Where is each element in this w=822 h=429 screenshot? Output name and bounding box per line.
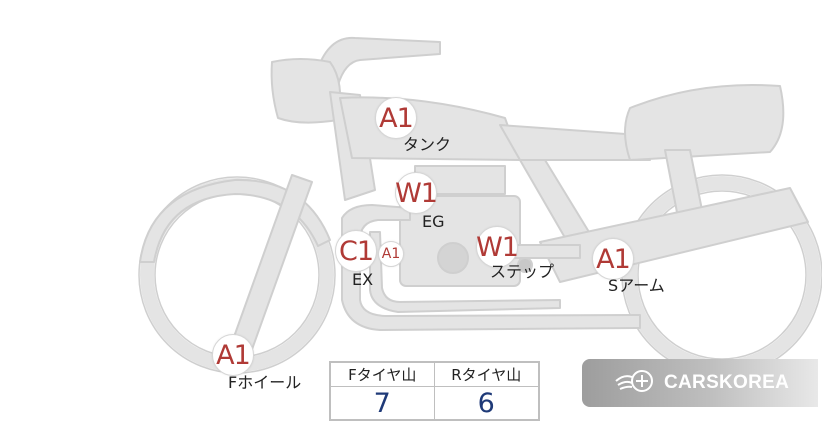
front-tread-value: 7	[331, 387, 435, 419]
marker-step-label: ステップ	[490, 262, 555, 281]
marker-swingarm-label: Sアーム	[608, 276, 665, 295]
front-tread-header: Fタイヤ山	[331, 363, 435, 387]
brand-name: CARSKOREA	[664, 372, 790, 393]
rear-tread-value: 6	[477, 387, 495, 419]
marker-exhaust-badge: C1	[335, 230, 377, 272]
marker-front-wheel-badge: A1	[212, 334, 254, 376]
marker-exhaust-label: EX	[352, 270, 374, 289]
brand-watermark: CARSKOREA	[582, 359, 818, 407]
marker-tank-label: タンク	[403, 135, 452, 154]
marker-engine-badge: W1	[395, 172, 438, 214]
flame-car-logo-icon	[614, 368, 654, 398]
marker-engine-label: EG	[422, 212, 445, 231]
marker-exhaust-extra-badge: A1	[378, 241, 404, 267]
marker-front-wheel-label: Fホイール	[228, 373, 302, 392]
tire-tread-table: Fタイヤ山 Rタイヤ山 7 6	[329, 361, 540, 421]
marker-tank-badge: A1	[375, 97, 417, 139]
marker-step-badge: W1	[476, 226, 519, 268]
rear-tread-header: Rタイヤ山	[434, 363, 538, 387]
marker-swingarm-badge: A1	[592, 238, 634, 280]
